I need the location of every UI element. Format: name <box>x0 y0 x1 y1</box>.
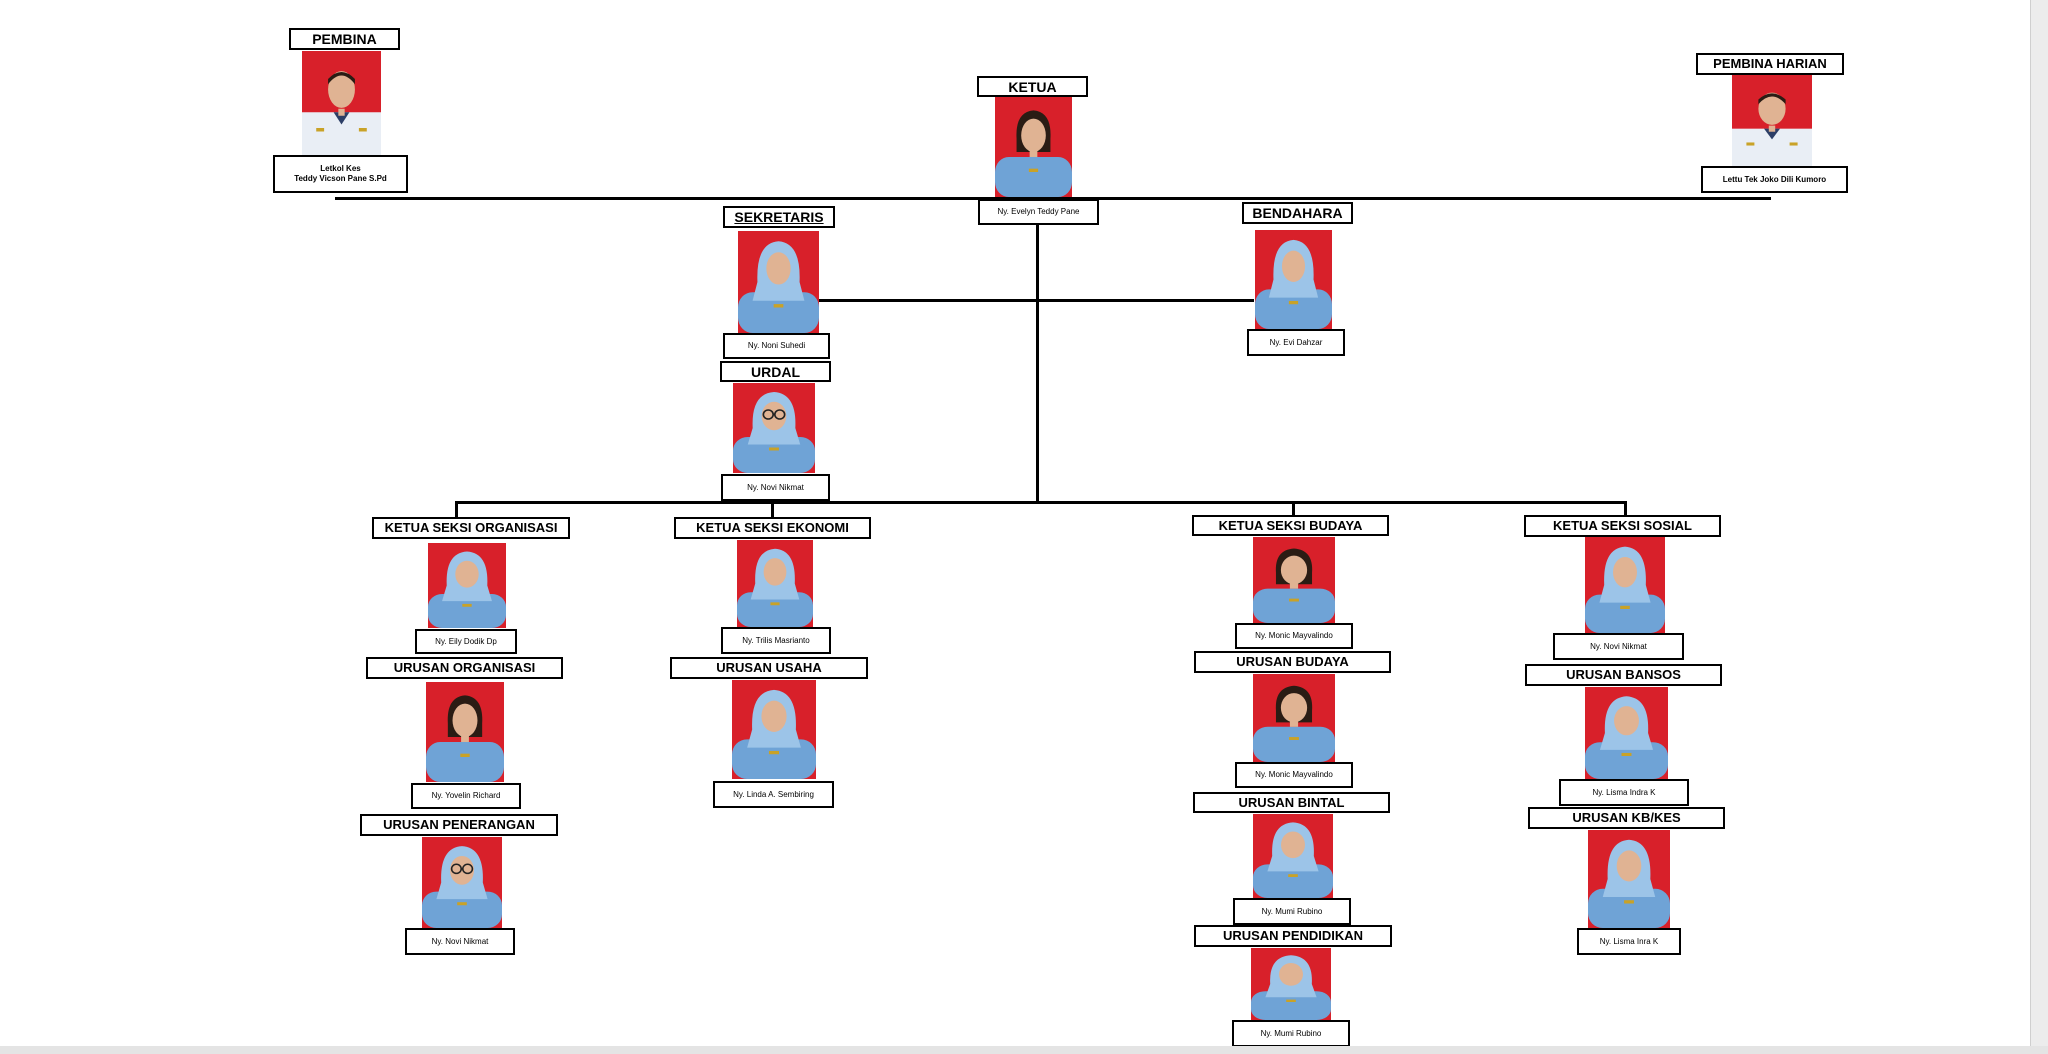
ks-budaya-photo <box>1253 537 1335 623</box>
ur-usaha-photo <box>732 680 816 779</box>
ks-ekonomi-title: KETUA SEKSI EKONOMI <box>674 517 871 539</box>
ks-organisasi-title: KETUA SEKSI ORGANISASI <box>372 517 570 539</box>
bendahara-photo <box>1255 230 1332 329</box>
pembina-harian-photo <box>1732 75 1812 167</box>
pembina-name: Teddy Vicson Pane S.Pd <box>294 174 387 183</box>
ks-organisasi-photo <box>428 543 506 628</box>
ks-sosial-drop-line <box>1624 501 1627 516</box>
sekretaris-name: Ny. Noni Suhedi <box>723 333 830 359</box>
ur-pendidikan-name: Ny. Mumi Rubino <box>1232 1020 1350 1047</box>
ur-bintal-photo <box>1253 814 1333 898</box>
ur-bintal-title: URUSAN BINTAL <box>1193 792 1390 813</box>
ur-kbkes-name: Ny. Lisma Inra K <box>1577 928 1681 955</box>
ur-bintal-name: Ny. Mumi Rubino <box>1233 898 1351 925</box>
ur-penerangan-photo <box>422 837 502 928</box>
pembina-rank: Letkol Kes <box>320 164 361 173</box>
urdal-name: Ny. Novi Nikmat <box>721 474 830 501</box>
pembina-photo <box>302 51 381 156</box>
ur-bansos-name: Ny. Lisma Indra K <box>1559 779 1689 806</box>
ur-organisasi-title: URUSAN ORGANISASI <box>366 657 563 679</box>
ks-ekonomi-name: Ny. Trilis Masrianto <box>721 627 831 654</box>
pembina-harian-title: PEMBINA HARIAN <box>1696 53 1844 75</box>
ur-bansos-photo <box>1585 687 1668 779</box>
ur-kbkes-photo <box>1588 830 1670 928</box>
ks-budaya-title: KETUA SEKSI BUDAYA <box>1192 515 1389 536</box>
ks-sosial-name: Ny. Novi Nikmat <box>1553 633 1684 660</box>
top-connector-line <box>335 197 1771 200</box>
ks-organisasi-name: Ny. Eily Dodik Dp <box>415 629 517 654</box>
ur-budaya-photo <box>1253 674 1335 762</box>
ur-usaha-title: URUSAN USAHA <box>670 657 868 679</box>
viewer-right-border <box>2030 0 2031 1054</box>
ketua-trunk-line <box>1036 222 1039 504</box>
ur-pendidikan-title: URUSAN PENDIDIKAN <box>1194 925 1392 947</box>
ur-bansos-title: URUSAN BANSOS <box>1525 664 1722 686</box>
pembina-title: PEMBINA <box>289 28 400 50</box>
ketua-name: Ny. Evelyn Teddy Pane <box>978 199 1099 225</box>
ur-penerangan-title: URUSAN PENERANGAN <box>360 814 558 836</box>
seksi-connector-line <box>455 501 1627 504</box>
pembina-harian-name-text: Lettu Tek Joko Dili Kumoro <box>1722 174 1827 184</box>
ks-sosial-title: KETUA SEKSI SOSIAL <box>1524 515 1721 537</box>
pembina-harian-name: Lettu Tek Joko Dili Kumoro <box>1701 166 1848 193</box>
viewer-bottom-margin <box>0 1046 2048 1054</box>
urdal-photo <box>733 383 815 473</box>
bendahara-name: Ny. Evi Dahzar <box>1247 329 1345 356</box>
ks-sosial-photo <box>1585 537 1665 633</box>
ur-budaya-title: URUSAN BUDAYA <box>1194 651 1391 673</box>
ur-organisasi-photo <box>426 682 504 782</box>
pembina-name-box: Letkol Kes Teddy Vicson Pane S.Pd <box>273 155 408 193</box>
ur-penerangan-name: Ny. Novi Nikmat <box>405 928 515 955</box>
ur-organisasi-name: Ny. Yovelin Richard <box>411 783 521 809</box>
sekretaris-bendahara-line <box>818 299 1254 302</box>
sekretaris-title: SEKRETARIS <box>723 206 835 228</box>
ks-organisasi-drop-line <box>455 501 458 517</box>
sekretaris-photo <box>738 231 819 333</box>
urdal-title: URDAL <box>720 361 831 382</box>
ketua-title: KETUA <box>977 76 1088 97</box>
ks-ekonomi-photo <box>737 540 813 627</box>
ur-kbkes-title: URUSAN KB/KES <box>1528 807 1725 829</box>
ks-budaya-name: Ny. Monic Mayvalindo <box>1235 623 1353 649</box>
ks-budaya-drop-line <box>1292 501 1295 516</box>
viewer-right-margin <box>2030 0 2048 1054</box>
ur-pendidikan-photo <box>1251 948 1331 1020</box>
ketua-photo <box>995 97 1072 197</box>
ur-budaya-name: Ny. Monic Mayvalindo <box>1235 762 1353 788</box>
bendahara-title: BENDAHARA <box>1242 202 1353 224</box>
ur-usaha-name: Ny. Linda A. Sembiring <box>713 781 834 808</box>
